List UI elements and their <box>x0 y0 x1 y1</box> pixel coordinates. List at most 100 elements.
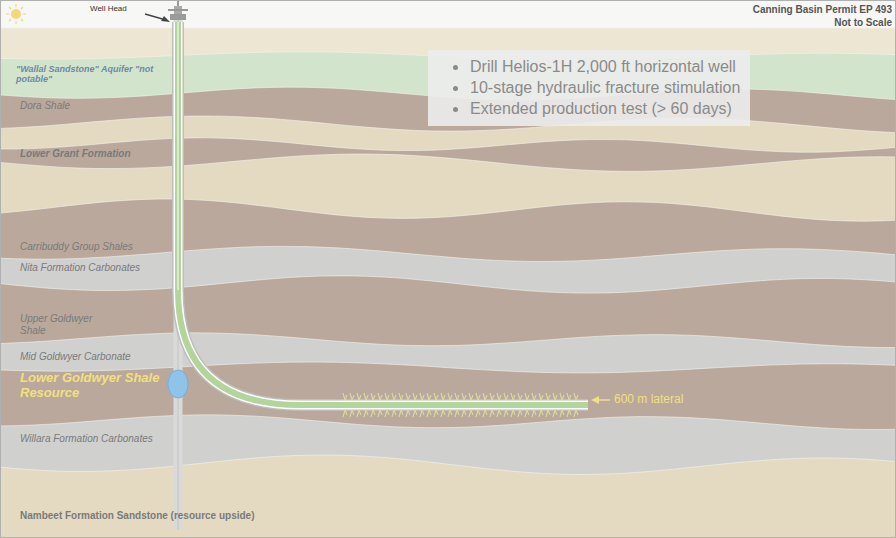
frac-mark <box>343 410 347 417</box>
frac-mark <box>511 393 515 400</box>
formation-label: Mid Goldwyer Carbonate <box>20 351 131 363</box>
frac-mark <box>532 410 536 417</box>
frac-mark <box>455 393 459 400</box>
frac-mark <box>476 393 480 400</box>
formation-label: Lower Grant Formation <box>20 148 131 160</box>
frac-mark <box>399 410 403 417</box>
formation-label: Carribuddy Group Shales <box>20 241 133 253</box>
frac-mark <box>413 410 417 417</box>
frac-mark <box>567 393 571 400</box>
frac-mark <box>574 410 578 417</box>
frac-mark <box>427 393 431 400</box>
frac-mark <box>413 393 417 400</box>
bullet-text: Drill Helios-1H 2,000 ft horizontal well <box>470 58 736 75</box>
formation-label: Willara Formation Carbonates <box>20 433 153 445</box>
aquifer-label: "Wallal Sandstone" Aquifer "not potable" <box>16 64 166 85</box>
rock-layer <box>0 87 896 538</box>
rock-layer <box>0 116 896 538</box>
frac-mark <box>525 393 529 400</box>
frac-mark <box>385 410 389 417</box>
frac-mark <box>504 393 508 400</box>
bullet-dot <box>453 107 458 112</box>
frac-mark <box>490 393 494 400</box>
frac-mark <box>448 410 452 417</box>
frac-mark <box>567 410 571 417</box>
frac-mark <box>399 393 403 400</box>
bullet-text: Extended production test (> 60 days) <box>470 100 732 117</box>
frac-mark <box>378 393 382 400</box>
formation-label: Upper Goldwyer Shale <box>20 313 112 336</box>
frac-mark <box>385 393 389 400</box>
frac-mark <box>490 410 494 417</box>
rock-layer <box>0 246 896 538</box>
frac-mark <box>371 410 375 417</box>
frac-mark <box>378 410 382 417</box>
frac-mark <box>357 393 361 400</box>
frac-mark <box>343 393 347 400</box>
scale-note: Not to Scale <box>834 17 892 29</box>
frac-mark <box>455 410 459 417</box>
frac-mark <box>497 410 501 417</box>
frac-mark <box>462 410 466 417</box>
frac-mark <box>357 410 361 417</box>
note-panel: Drill Helios-1H 2,000 ft horizontal well… <box>428 50 750 126</box>
rock-layer <box>0 28 896 538</box>
frac-mark <box>427 410 431 417</box>
frac-mark <box>406 410 410 417</box>
title-label: Canning Basin Permit EP 493 <box>753 4 892 16</box>
frac-mark <box>560 410 564 417</box>
rock-layer <box>0 154 896 538</box>
frac-mark <box>497 393 501 400</box>
frac-mark <box>441 393 445 400</box>
resource-label: Lower Goldwyer Shale Resource <box>20 371 160 401</box>
frac-mark <box>560 393 564 400</box>
callout-label: Well Head <box>90 4 127 13</box>
frac-mark <box>504 410 508 417</box>
bullet-text: 10-stage hydraulic fracture stimulation <box>470 79 740 96</box>
frac-mark <box>546 393 550 400</box>
frac-mark <box>525 410 529 417</box>
frac-mark <box>420 410 424 417</box>
frac-mark <box>539 410 543 417</box>
frac-mark <box>350 410 354 417</box>
frac-mark <box>420 393 424 400</box>
frac-mark <box>364 410 368 417</box>
formation-label: Nita Formation Carbonates <box>20 262 140 274</box>
frac-mark <box>364 393 368 400</box>
frac-mark <box>441 410 445 417</box>
frac-mark <box>392 410 396 417</box>
rock-layer <box>0 362 896 538</box>
rock-layer <box>0 199 896 538</box>
frac-mark <box>476 410 480 417</box>
frac-mark <box>518 393 522 400</box>
rock-layer <box>0 333 896 538</box>
frac-mark <box>546 410 550 417</box>
frac-mark <box>462 393 466 400</box>
frac-mark <box>469 393 473 400</box>
frac-mark <box>483 410 487 417</box>
frac-mark <box>371 393 375 400</box>
formation-label: Dora Shale <box>20 100 70 112</box>
frac-mark <box>574 393 578 400</box>
formation-label: Nambeet Formation Sandstone (resource up… <box>20 510 255 522</box>
frac-mark <box>469 410 473 417</box>
frac-mark <box>434 410 438 417</box>
frac-mark <box>350 393 354 400</box>
bullet-dot <box>453 65 458 70</box>
frac-mark <box>483 393 487 400</box>
bullet-dot <box>453 86 458 91</box>
dimension-label: 600 m lateral <box>614 393 683 407</box>
frac-mark <box>406 393 410 400</box>
rock-layer <box>0 415 896 538</box>
frac-mark <box>434 393 438 400</box>
frac-mark <box>539 393 543 400</box>
frac-mark <box>532 393 536 400</box>
frac-mark <box>553 393 557 400</box>
frac-mark <box>392 393 396 400</box>
rock-layer <box>0 455 896 538</box>
rock-layer <box>0 138 896 538</box>
frac-mark <box>518 410 522 417</box>
frac-mark <box>553 410 557 417</box>
frac-mark <box>448 393 452 400</box>
frac-mark <box>511 410 515 417</box>
